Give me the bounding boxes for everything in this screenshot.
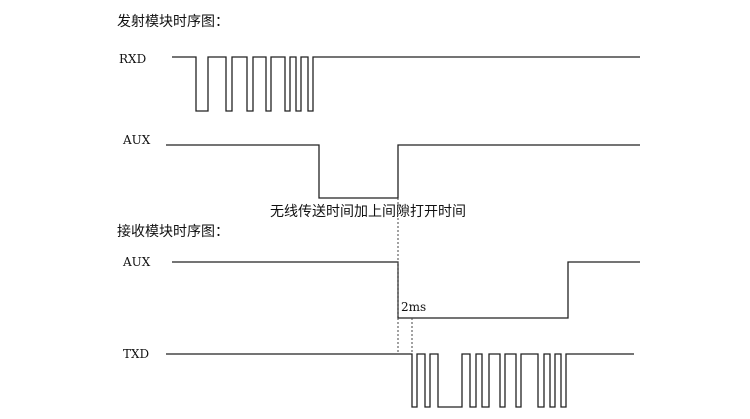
tx-section-title: 发射模块时序图：	[117, 14, 229, 30]
rxd-label: RXD	[119, 52, 146, 66]
transmission-interval-annotation: 无线传送时间加上间隙打开时间	[270, 203, 466, 220]
aux-tx-waveform	[166, 144, 640, 199]
txd-waveform	[166, 353, 634, 408]
aux-rx-waveform	[172, 261, 640, 319]
delay-annotation: 2ms	[401, 300, 426, 314]
rx-section-title: 接收模块时序图：	[117, 223, 229, 240]
txd-label: TXD	[123, 347, 149, 361]
aux-rx-label: AUX	[122, 255, 151, 269]
aux-tx-label: AUX	[122, 133, 151, 147]
rxd-waveform	[172, 56, 640, 112]
